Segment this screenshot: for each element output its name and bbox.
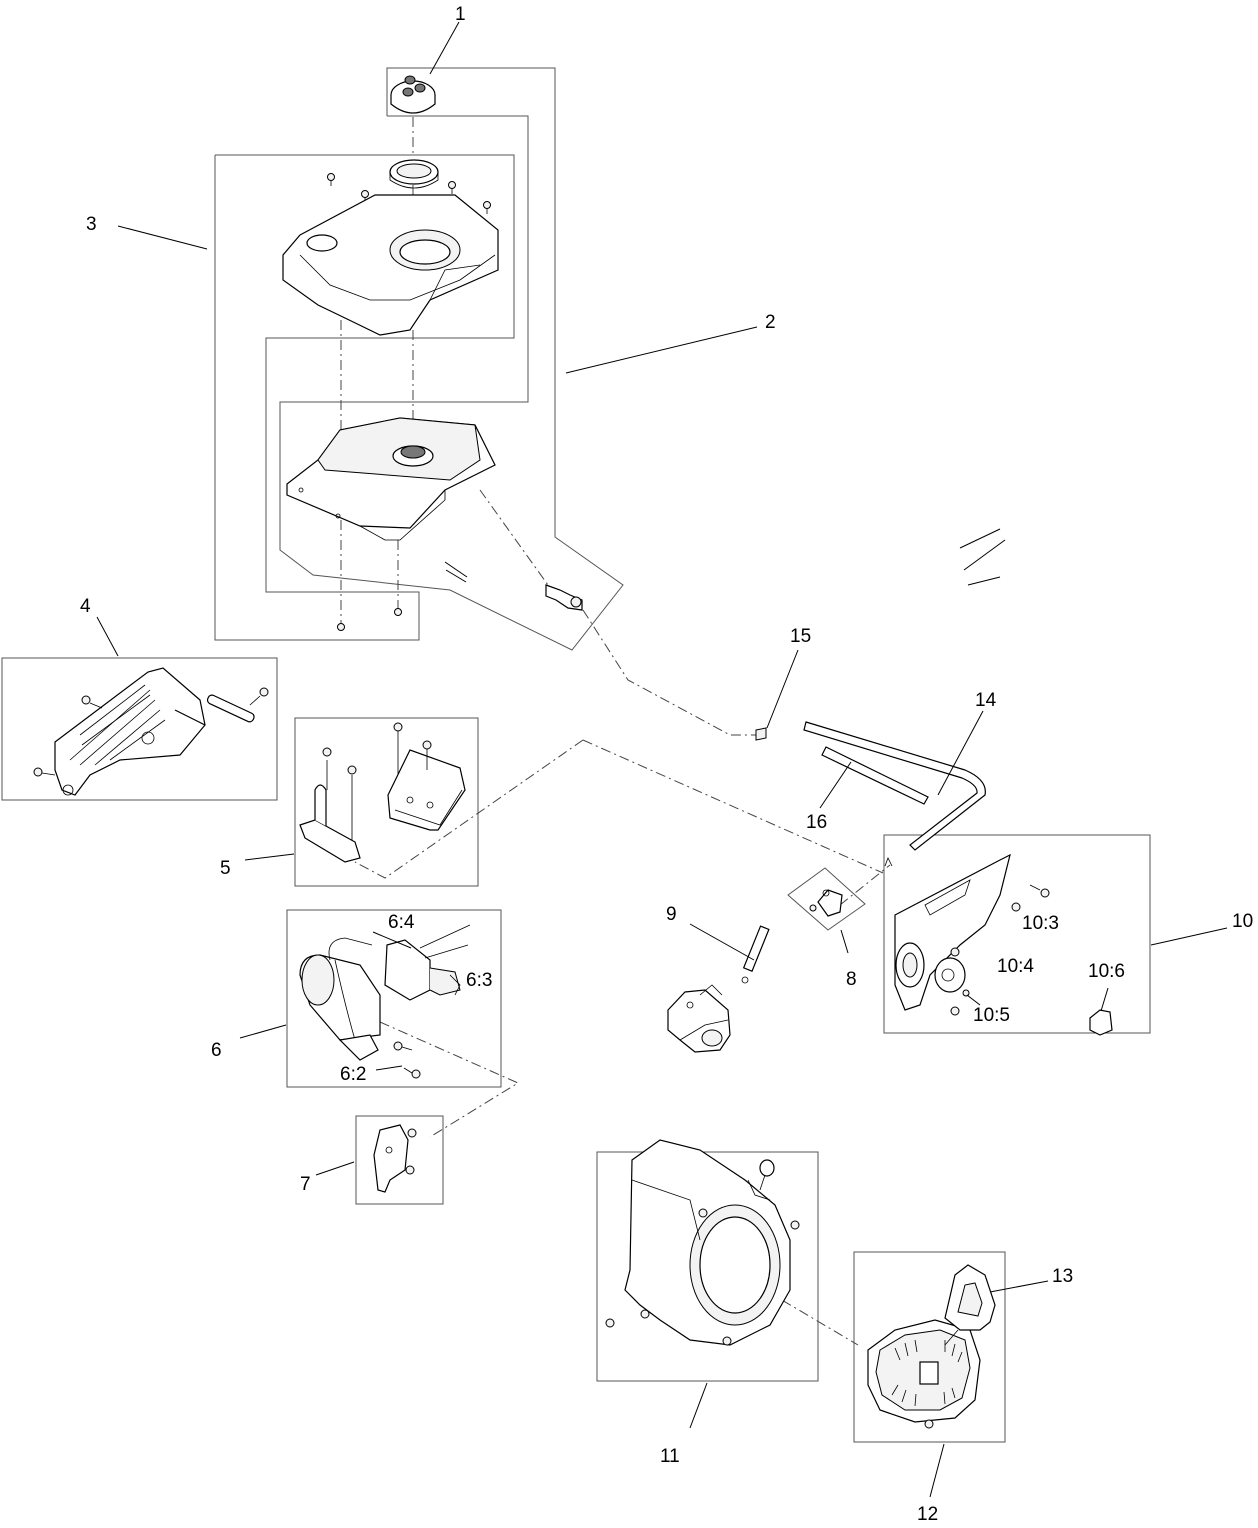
label-6-3: 6:3 xyxy=(466,970,493,991)
nut-icon xyxy=(337,608,402,631)
tank-cover-icon xyxy=(282,194,499,336)
callout-6: 6 xyxy=(211,1040,222,1061)
frame-group-5 xyxy=(294,717,479,887)
frame-group-2 xyxy=(279,67,624,651)
callout-16: 16 xyxy=(806,812,827,833)
callout-6-2: 6:2 xyxy=(340,1064,366,1085)
throttle-bracket-icon xyxy=(809,889,843,917)
callout-12: 12 xyxy=(917,1504,938,1525)
callout-7: 7 xyxy=(300,1174,311,1195)
callout-11: 11 xyxy=(660,1446,680,1467)
starter-motor-icon xyxy=(299,924,471,1079)
mounting-bracket-icon xyxy=(299,722,466,863)
frame-group-10 xyxy=(883,834,1151,1034)
callout-6-4: 6:4 xyxy=(388,912,415,933)
group-frames xyxy=(1,67,1151,1443)
callout-13: 13 xyxy=(1052,1266,1073,1287)
recoil-starter-icon xyxy=(867,1319,981,1429)
fuel-tank-icon xyxy=(286,417,496,541)
frame-group-12 xyxy=(853,1251,1006,1443)
callout-1: 1 xyxy=(455,4,466,25)
callout-3: 3 xyxy=(86,214,97,235)
carburetor-icon xyxy=(667,984,731,1053)
label-10-4: 10:4 xyxy=(997,956,1034,977)
solenoid-bracket-icon xyxy=(373,1124,417,1193)
engine-shroud-icon xyxy=(894,853,1113,1036)
callout-14: 14 xyxy=(975,690,997,711)
frame-group-11 xyxy=(596,1151,819,1382)
callout-8: 8 xyxy=(846,969,857,990)
bolt-icon xyxy=(327,173,491,214)
heat-shield-icon xyxy=(33,667,269,796)
callout-9: 9 xyxy=(666,904,677,925)
label-10-6: 10:6 xyxy=(1088,961,1125,982)
frame-group-4 xyxy=(1,657,278,801)
gasket-ring-icon xyxy=(389,159,439,189)
frame-group-8 xyxy=(787,867,866,931)
callout-5: 5 xyxy=(220,858,231,879)
fuel-cap-icon xyxy=(390,75,436,114)
callout-4: 4 xyxy=(80,596,91,617)
frame-group-6 xyxy=(286,909,502,1088)
frame-group-7 xyxy=(355,1115,444,1205)
starter-handle-icon xyxy=(944,1264,996,1346)
callout-10: 10 xyxy=(1232,911,1253,932)
callout-15: 15 xyxy=(790,626,811,647)
callout-2: 2 xyxy=(765,312,776,333)
label-10-3: 10:3 xyxy=(1022,913,1059,934)
callout-labels: 1 2 3 4 5 6 6:2 6:3 6:3 6:4 6:3 6:3 6:3 … xyxy=(80,4,1253,1525)
leader-lines xyxy=(96,21,1228,1498)
blower-housing-icon xyxy=(605,1139,800,1346)
fuel-valve-icon xyxy=(545,584,583,611)
frame-group-3 xyxy=(214,154,515,641)
label-10-5: 10:5 xyxy=(973,1005,1010,1026)
fuel-hose-icon xyxy=(741,925,770,984)
fuel-line-icon xyxy=(755,721,986,867)
